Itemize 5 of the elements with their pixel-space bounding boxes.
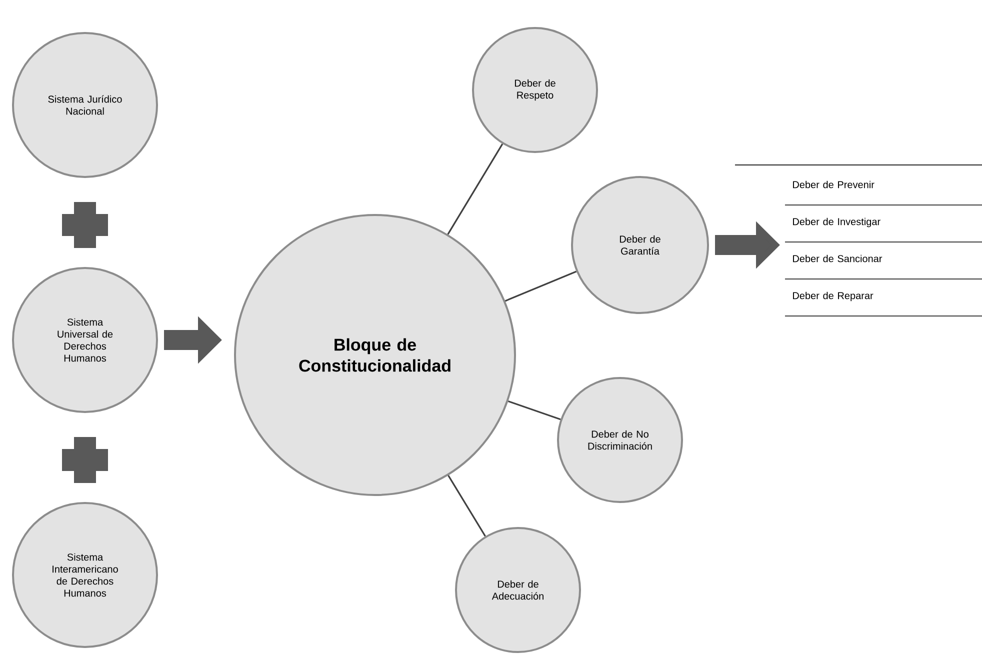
connector-line <box>448 475 486 537</box>
connector-line <box>504 270 577 302</box>
duty-list: Deber de Prevenir Deber de Investigar Deber de Sancionar Deber de Reparar <box>793 180 882 302</box>
connector-line <box>447 144 504 235</box>
connector-line <box>508 400 561 420</box>
